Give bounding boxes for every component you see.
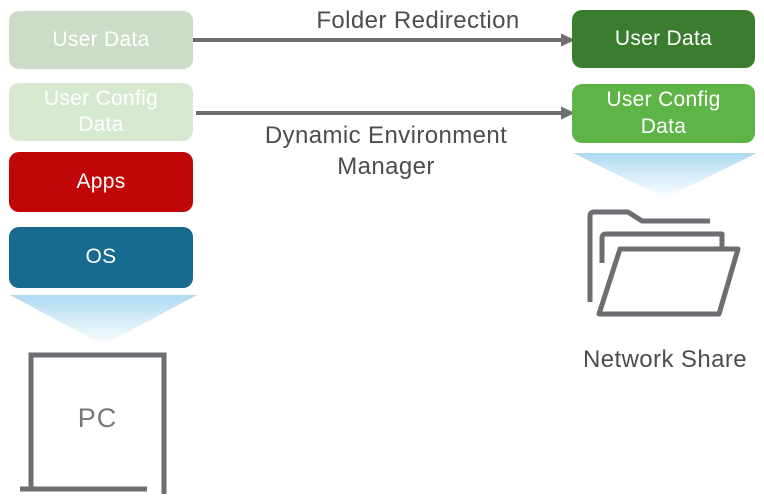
pc-square-outline-icon [20, 352, 167, 494]
left-user-config-data-label: User Config Data [43, 86, 159, 136]
dynamic-environment-manager-label: Dynamic Environment Manager [264, 122, 508, 180]
right-user-config-data-label: User Config Data [606, 88, 721, 138]
network-share-label: Network Share [583, 346, 747, 373]
left-user-data-box: User Data [9, 11, 193, 69]
apps-box: Apps [9, 152, 193, 212]
open-folder-stack-icon [587, 209, 741, 317]
dynamic-environment-manager-arrow-icon [196, 106, 575, 120]
apps-label: Apps [76, 169, 126, 193]
folder-redirection-arrow-icon [193, 33, 575, 47]
os-box: OS [9, 227, 193, 288]
left-down-triangle-icon [10, 295, 197, 345]
right-down-triangle-icon [573, 153, 757, 198]
left-user-data-label: User Data [52, 27, 150, 51]
pc-label: PC [77, 403, 118, 433]
left-user-config-data-box: User Config Data [9, 83, 193, 141]
right-user-data-box: User Data [572, 10, 755, 68]
os-label: OS [85, 245, 117, 269]
folder-redirection-label: Folder Redirection [316, 7, 520, 34]
right-user-config-data-box: User Config Data [572, 84, 755, 143]
right-user-data-label: User Data [614, 26, 713, 50]
